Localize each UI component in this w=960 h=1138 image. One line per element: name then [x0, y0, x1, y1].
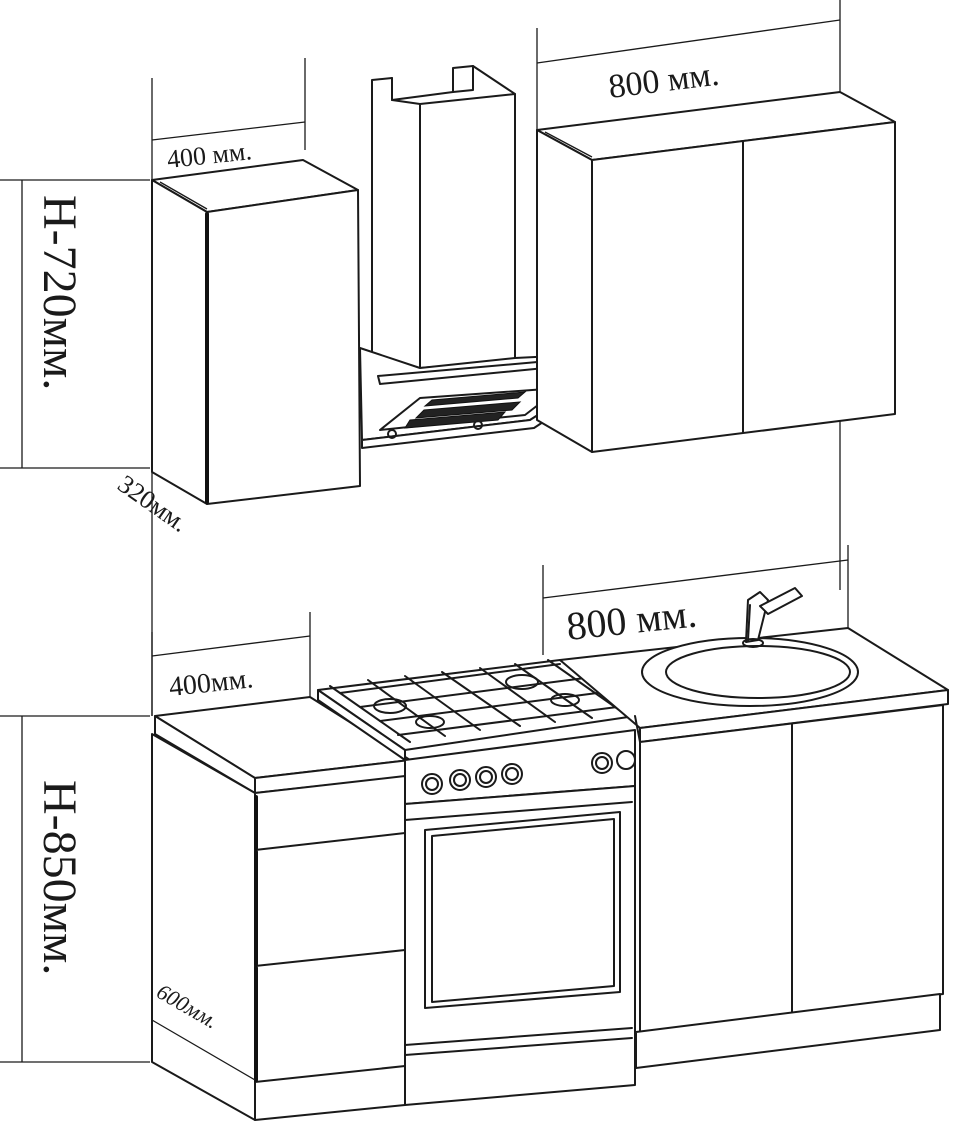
range-hood — [359, 65, 638, 449]
sink — [641, 637, 859, 707]
label-lower-height: H-850мм. — [33, 780, 86, 975]
upper-left-cabinet — [151, 159, 361, 505]
upper-right-cabinet — [536, 91, 896, 453]
faucet — [742, 587, 803, 648]
lower-left-cabinet — [151, 696, 411, 1121]
lower-right-cabinet — [559, 587, 949, 1069]
label-upper-right-width: 800 мм. — [606, 56, 721, 106]
stove-grates — [329, 659, 626, 743]
label-lower-left-width: 400мм. — [167, 663, 254, 703]
label-upper-height: H-720мм. — [33, 195, 86, 390]
stove-knobs — [421, 750, 636, 795]
gas-stove — [317, 659, 636, 1106]
hood-filter-slots — [404, 391, 527, 429]
label-lower-right-width: 800 мм. — [564, 591, 699, 649]
